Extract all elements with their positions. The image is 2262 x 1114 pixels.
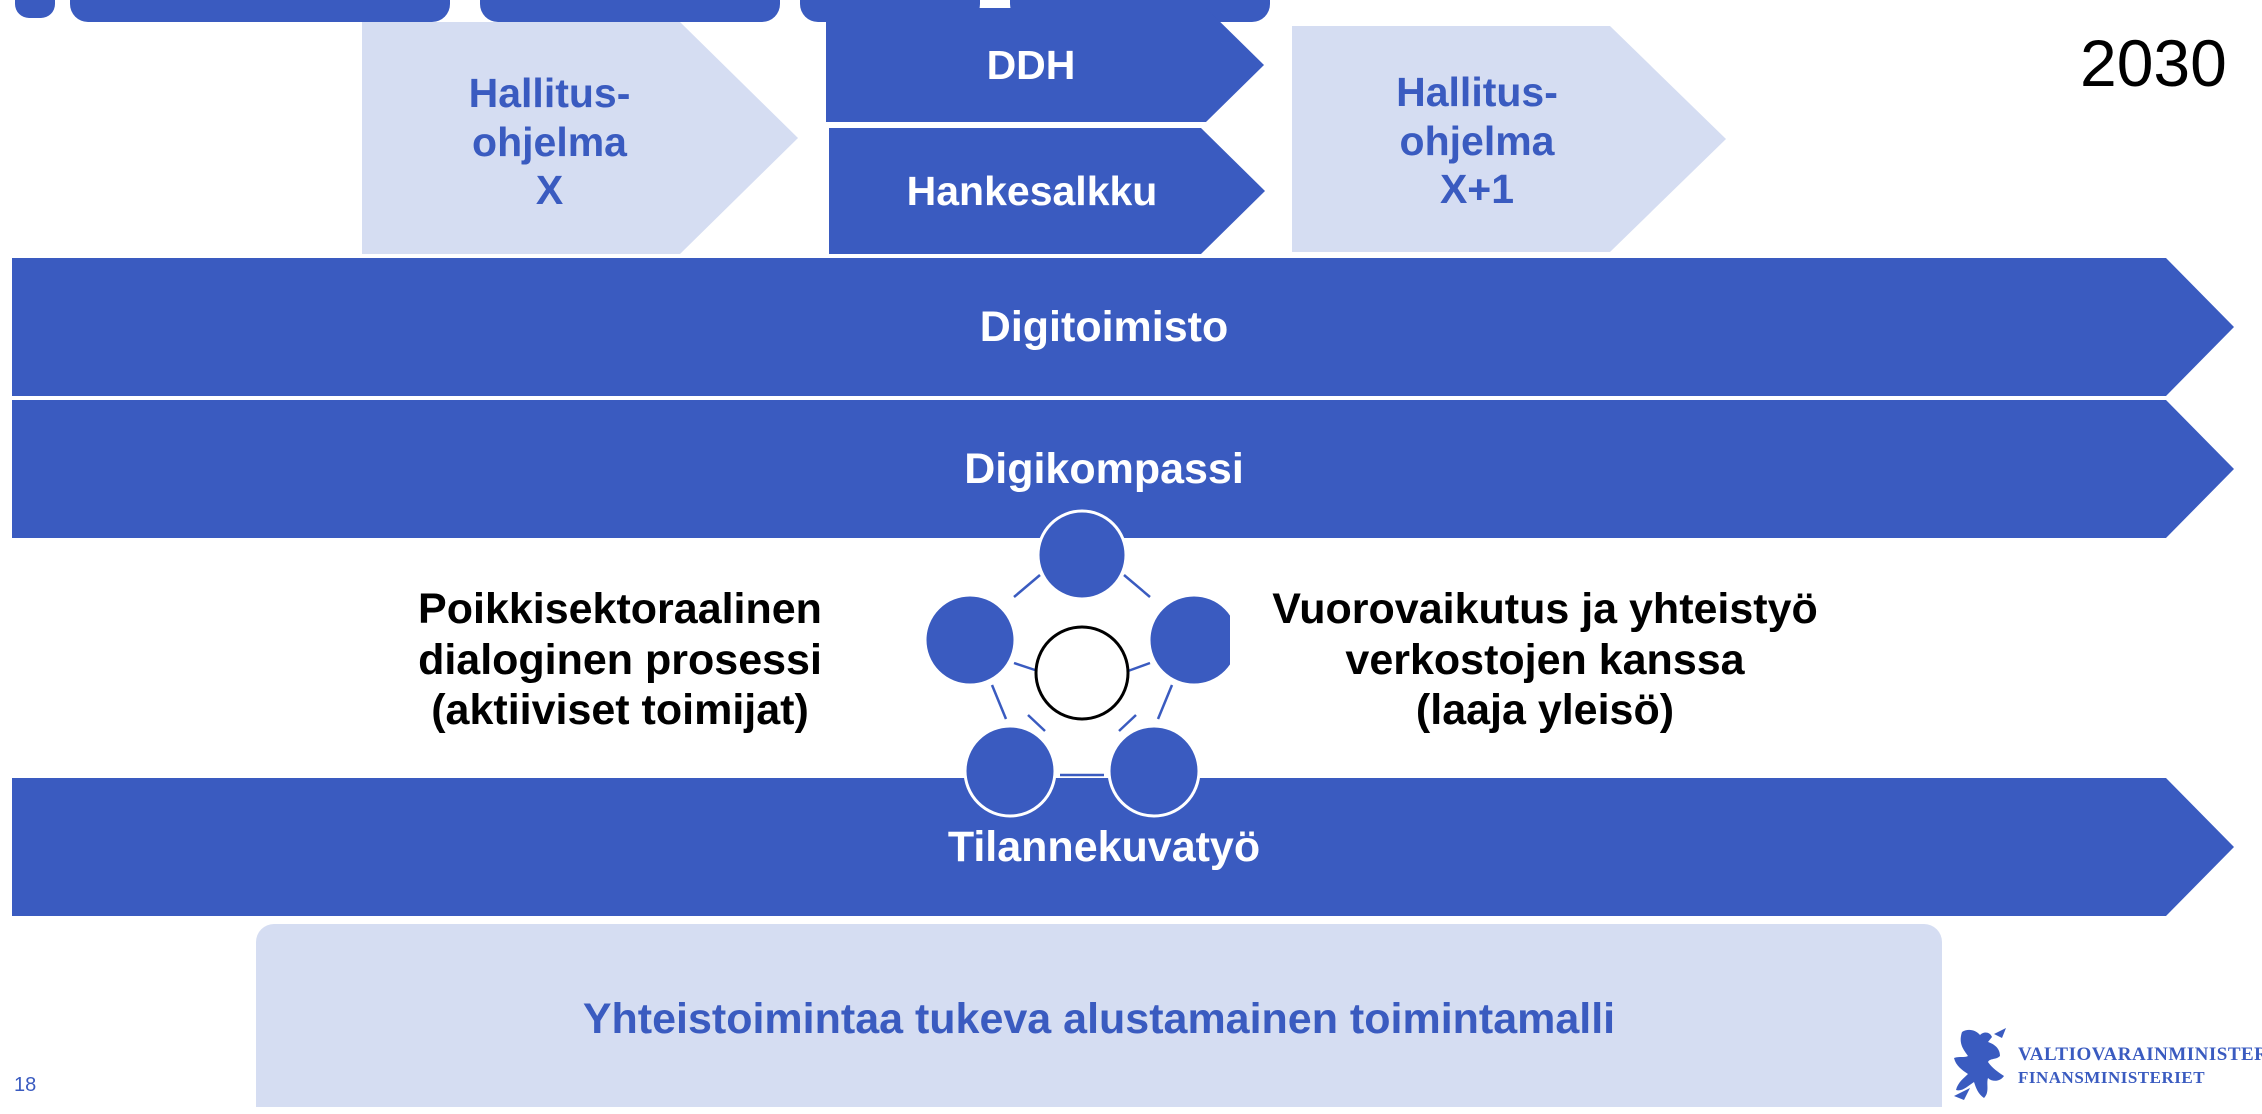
ministry-logo: VALTIOVARAINMINISTERIÖ FINANSMINISTERIET bbox=[1950, 1026, 2262, 1107]
process-right-text: Vuorovaikutus ja yhteistyö verkostojen k… bbox=[1230, 570, 1860, 750]
chevron-line-3: X+1 bbox=[1439, 166, 1515, 213]
chevron-line-2: ohjelma bbox=[1399, 117, 1555, 164]
process-left-line-1: Poikkisektoraalinen bbox=[418, 584, 822, 633]
platform-box: Yhteistoimintaa tukeva alustamainen toim… bbox=[256, 924, 1942, 1107]
band-shape bbox=[12, 400, 2234, 538]
network-diagram bbox=[923, 509, 1230, 818]
chevron-line-1: Hallitus- bbox=[468, 70, 631, 117]
band-shape bbox=[12, 258, 2234, 396]
platform-label: Yhteistoimintaa tukeva alustamainen toim… bbox=[582, 994, 1616, 1043]
process-right-line-3: (laaja yleisö) bbox=[1415, 686, 1675, 735]
chevron-shape bbox=[362, 22, 798, 254]
chevron-hankesalkku: Hankesalkku bbox=[829, 128, 1265, 254]
page-number: 18 bbox=[14, 1074, 37, 1096]
logo-line-1: VALTIOVARAINMINISTERIÖ bbox=[2018, 1044, 2262, 1065]
band-label: Digitoimisto bbox=[979, 302, 1229, 351]
band-digikompassi: Digikompassi bbox=[12, 400, 2234, 538]
process-left-text: Poikkisektoraalinen dialoginen prosessi … bbox=[370, 570, 870, 750]
chevron-line-3: X bbox=[535, 167, 564, 214]
band-label: Digikompassi bbox=[964, 444, 1244, 493]
node-top bbox=[1036, 509, 1128, 601]
process-left-line-3: (aktiiviset toimijat) bbox=[431, 686, 809, 735]
process-right-line-2: verkostojen kanssa bbox=[1345, 635, 1745, 684]
year-label: 2030 bbox=[2080, 26, 2227, 101]
chevron-hallitusohjelma-x1: Hallitus- ohjelma X+1 bbox=[1292, 26, 1726, 252]
logo-line-2: FINANSMINISTERIET bbox=[2018, 1068, 2206, 1087]
node-right bbox=[1147, 593, 1230, 687]
lion-coat-of-arms-icon bbox=[1954, 1028, 2006, 1100]
chevron-line-2: ohjelma bbox=[472, 118, 627, 165]
chevron-line-1: Hallitus- bbox=[1396, 69, 1558, 116]
chevron-label: Hallitus- ohjelma X bbox=[362, 52, 737, 232]
node-center bbox=[1034, 625, 1130, 721]
node-bottom-right bbox=[1107, 724, 1201, 818]
process-right-line-1: Vuorovaikutus ja yhteistyö bbox=[1272, 584, 1818, 633]
chevron-ddh: DDH bbox=[826, 8, 1264, 122]
chevron-shape bbox=[1292, 26, 1726, 252]
chevron-hankesalkku-label: Hankesalkku bbox=[906, 167, 1158, 214]
band-digitoimisto: Digitoimisto bbox=[12, 258, 2234, 396]
node-bottom-left bbox=[963, 724, 1057, 818]
chevron-hallitusohjelma-x: Hallitus- ohjelma X bbox=[362, 22, 798, 254]
chevron-shape bbox=[829, 128, 1265, 254]
chevron-shape bbox=[826, 8, 1264, 122]
band-shape bbox=[12, 778, 2234, 916]
network-links bbox=[990, 574, 1174, 777]
band-label: Tilannekuvatyö bbox=[947, 822, 1261, 871]
chevron-label: Hallitus- ohjelma X+1 bbox=[1292, 51, 1662, 231]
chevron-ddh-label: DDH bbox=[986, 41, 1076, 88]
band-tilannekuvatyo: Tilannekuvatyö bbox=[12, 778, 2234, 916]
node-left bbox=[923, 593, 1017, 687]
process-left-line-2: dialoginen prosessi bbox=[418, 635, 822, 684]
